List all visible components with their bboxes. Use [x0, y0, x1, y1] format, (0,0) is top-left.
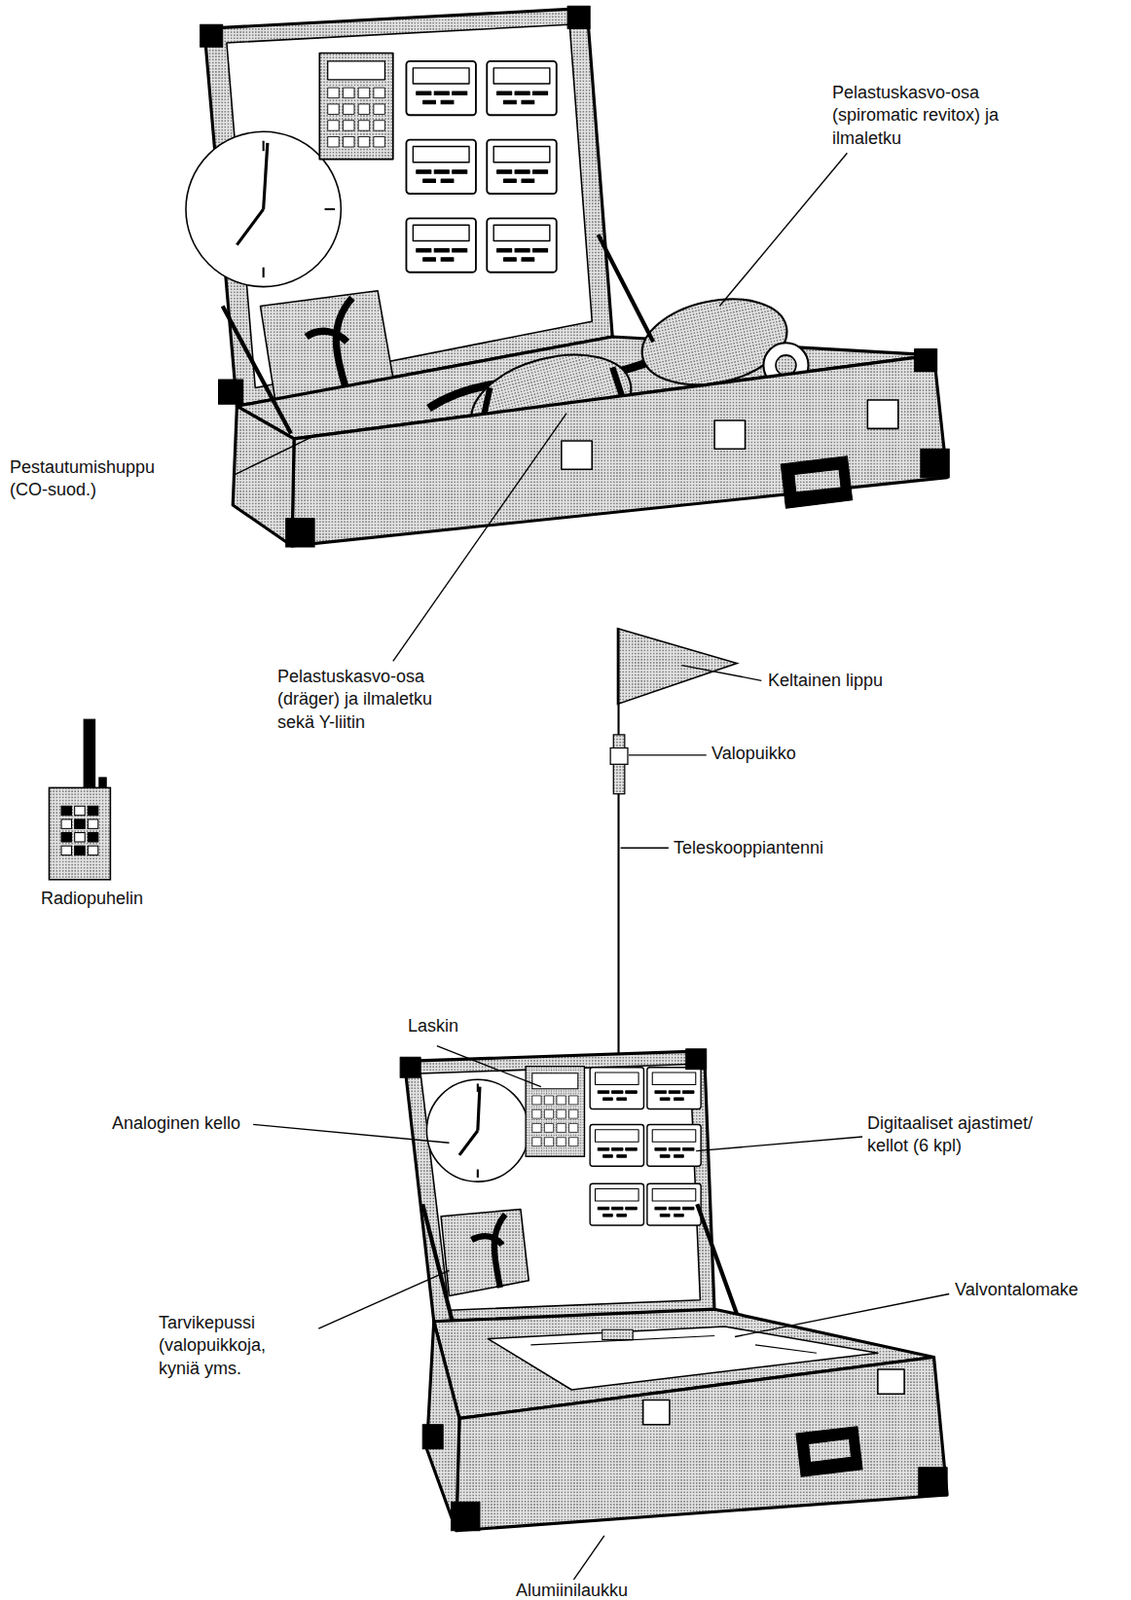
case-front: [456, 1356, 948, 1531]
case-front: [291, 355, 948, 547]
clock-hand: [477, 1087, 480, 1131]
case-corner: [918, 1467, 948, 1496]
bottom-case: [400, 1049, 948, 1532]
yellow-flag: [617, 628, 737, 705]
case-side: [232, 405, 294, 547]
case-corner: [422, 1424, 443, 1450]
clock-tick: [476, 1083, 479, 1092]
leader-line: [232, 435, 317, 476]
callout-label: Pelastuskasvo-osa (spiromatic revitox) j…: [832, 81, 1000, 150]
leader-line: [620, 847, 669, 849]
clock-hand: [459, 1131, 478, 1156]
callout-label: Analoginen kello: [111, 1112, 241, 1135]
callout-label: Pestautumishuppu (CO-suod.): [9, 456, 166, 503]
lid-strap: [222, 306, 292, 435]
calculator: [525, 1066, 584, 1158]
case-corner: [920, 448, 949, 477]
digital-timer: [486, 61, 557, 115]
callout-label: Laskin: [407, 1015, 459, 1038]
lid-strap: [598, 234, 655, 342]
clock-tick: [476, 1169, 479, 1178]
digital-timer: [486, 140, 557, 194]
callout-label: Keltainen lippu: [767, 669, 883, 693]
case-latch: [714, 420, 745, 449]
case-lid: [403, 1051, 715, 1322]
callout-label: Pelastuskasvo-osa (dräger) ja ilmaletku …: [277, 665, 455, 734]
lid-strap: [696, 1203, 737, 1314]
case-latch: [867, 400, 898, 429]
case-corner: [914, 349, 938, 372]
bag-strap: [306, 297, 353, 394]
digital-timer: [647, 1124, 701, 1167]
radio-knob: [99, 777, 107, 788]
clock-hand: [236, 209, 263, 246]
digital-timer: [405, 218, 476, 272]
calculator: [319, 53, 393, 160]
accessory-bag: [440, 1208, 529, 1296]
callout-label: Radiopuhelin: [40, 887, 144, 911]
case-corner: [218, 379, 244, 404]
bag-strap: [472, 1214, 507, 1288]
leader-line: [437, 1046, 542, 1088]
case-corner: [567, 5, 590, 29]
radio-phone: [48, 719, 110, 880]
leader-line: [734, 1293, 949, 1337]
callout-label: Valopuikko: [711, 742, 797, 766]
callout-label: Tarvikepussi (valopuikkoja, kyniä yms.: [158, 1312, 288, 1381]
leader-line: [318, 1270, 449, 1329]
digital-timer: [647, 1067, 701, 1110]
leader-line: [695, 1136, 863, 1152]
digital-timer: [405, 140, 476, 194]
leader-line: [682, 665, 763, 682]
form-clip: [602, 1329, 633, 1340]
digital-timer: [589, 1124, 644, 1167]
case-handle: [796, 1426, 863, 1477]
callout-label: Teleskooppiantenni: [673, 837, 824, 860]
leader-line: [253, 1124, 449, 1143]
radio-keypad: [61, 805, 99, 855]
case-corner: [400, 1057, 421, 1078]
leader-line: [573, 1535, 604, 1580]
radio-body: [48, 787, 110, 879]
digital-timer: [486, 218, 557, 272]
digital-timer: [647, 1183, 701, 1226]
digital-timer: [589, 1183, 644, 1226]
clock-tick: [325, 208, 335, 211]
analog-clock: [426, 1079, 529, 1182]
telescopic-antenna: [617, 628, 620, 1056]
digital-timer: [405, 61, 476, 115]
form-line: [755, 1345, 817, 1353]
leader-line: [628, 754, 707, 756]
clock-tick: [262, 267, 265, 278]
leader-line: [719, 152, 847, 306]
case-corner: [200, 24, 223, 47]
case-latch: [561, 440, 592, 470]
case-handle: [780, 456, 852, 509]
case-corner: [686, 1049, 707, 1070]
clock-hand: [263, 143, 268, 210]
light-stick-clip: [610, 748, 628, 766]
case-corner: [451, 1501, 480, 1531]
radio-antenna: [83, 719, 96, 789]
lid-panel: [420, 1064, 700, 1312]
callout-label: Alumiinilaukku: [515, 1579, 628, 1600]
case-latch: [877, 1369, 905, 1394]
analog-clock: [185, 131, 341, 287]
case-corner: [286, 518, 315, 548]
leader-lines: [232, 152, 949, 1580]
leader-line: [393, 413, 567, 662]
clock-tick: [262, 141, 265, 151]
callout-label: Digitaaliset ajastimet/ kellot (6 kpl): [867, 1112, 1059, 1159]
case-latch: [643, 1400, 670, 1425]
callout-label: Valvontalomake: [954, 1278, 1079, 1302]
digital-timer: [589, 1067, 644, 1110]
